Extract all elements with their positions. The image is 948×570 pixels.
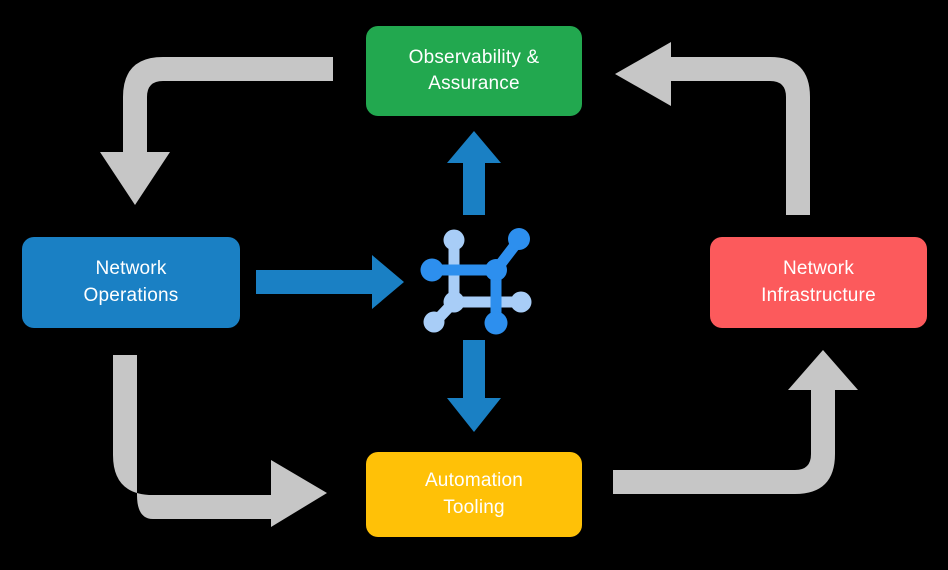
arrow-automation-tooling-to-network-infrastructure xyxy=(613,350,858,494)
arrow-observability-to-network-operations xyxy=(100,57,333,205)
node-network-operations[interactable]: Network Operations xyxy=(22,237,240,328)
arrow-center-to-observability xyxy=(447,131,501,215)
node-network-infrastructure-label: Network Infrastructure xyxy=(761,258,876,306)
node-observability-assurance-label: Observability & Assurance xyxy=(408,46,540,94)
node-automation-tooling-label: Automation Tooling xyxy=(424,470,524,518)
node-network-infrastructure[interactable]: Network Infrastructure xyxy=(710,237,927,328)
arrow-network-infrastructure-to-observability xyxy=(615,42,810,215)
arrow-network-operations-to-automation-tooling xyxy=(113,355,327,527)
arrow-network-operations-to-center xyxy=(256,255,404,309)
arrow-center-to-automation-tooling xyxy=(447,340,501,432)
network-topology-icon xyxy=(420,228,532,335)
node-network-operations-label: Network Operations xyxy=(83,258,179,306)
node-observability-assurance[interactable]: Observability & Assurance xyxy=(366,26,582,116)
node-automation-tooling[interactable]: Automation Tooling xyxy=(366,452,582,537)
